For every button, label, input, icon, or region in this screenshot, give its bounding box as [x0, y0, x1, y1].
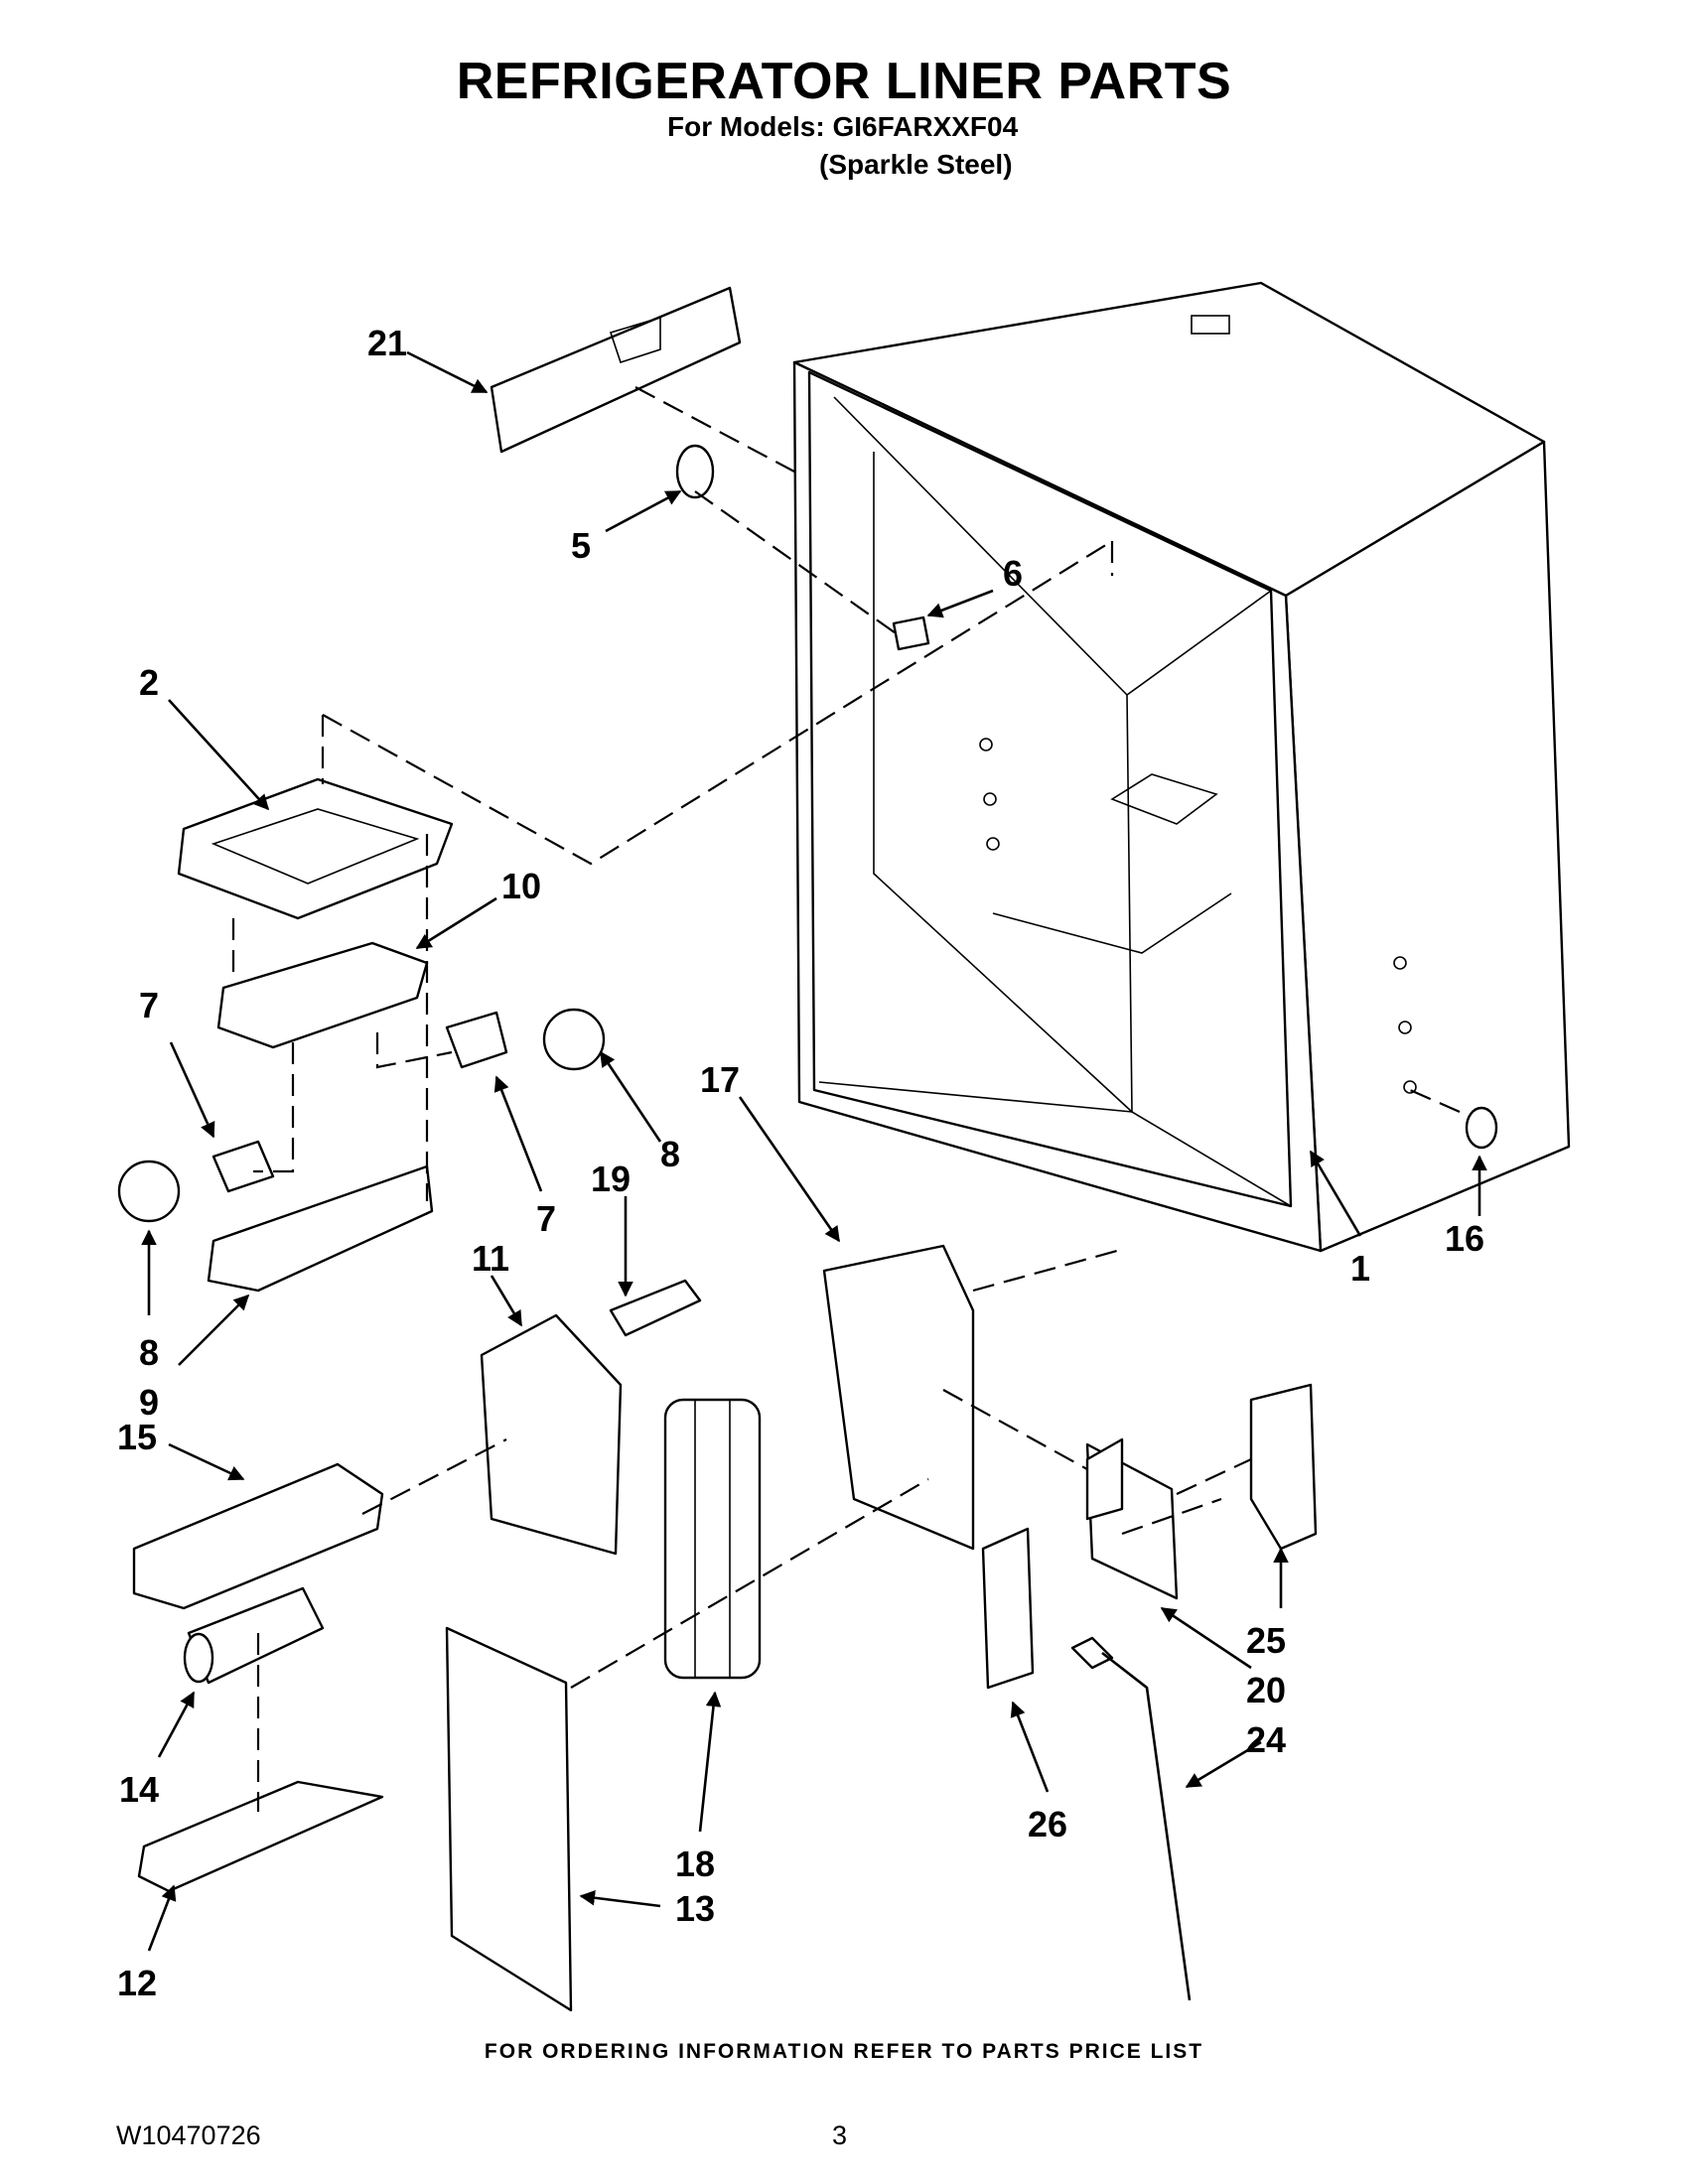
part-16-plug [1465, 1106, 1498, 1150]
callout-16: 16 [1445, 1218, 1484, 1259]
callout-5: 5 [571, 525, 591, 566]
document-id: W10470726 [116, 2120, 261, 2150]
part-10-lens [216, 941, 429, 1049]
callout-8b: 8 [139, 1332, 159, 1373]
part-17-housing [822, 1244, 975, 1551]
callout-12: 12 [117, 1963, 157, 2003]
callout-24: 24 [1246, 1719, 1286, 1760]
callout-14: 14 [119, 1769, 159, 1810]
page-title: REFRIGERATOR LINER PARTS [456, 53, 1232, 110]
page-number: 3 [832, 2120, 848, 2150]
callout-26: 26 [1028, 1804, 1067, 1844]
part-25-bracket [1249, 1383, 1318, 1551]
part-2-housing [177, 777, 454, 920]
part-24-tube [1070, 1636, 1192, 2001]
finish-line: (Sparkle Steel) [819, 149, 1013, 180]
callout-18: 18 [675, 1843, 715, 1884]
callout-25: 25 [1246, 1620, 1286, 1661]
part-7-socket [211, 1011, 508, 1193]
part-9-grille [207, 1164, 434, 1293]
callout-11: 11 [472, 1238, 509, 1279]
ordering-note: FOR ORDERING INFORMATION REFER TO PARTS … [484, 2040, 1204, 2063]
callout-2: 2 [139, 662, 159, 703]
part-6-clip [892, 615, 930, 651]
leader-lines [141, 350, 1487, 1952]
part-12-tray [137, 1780, 384, 1893]
part-5-damper [675, 444, 715, 499]
part-11-duct [480, 1313, 623, 1556]
callout-labels: 21 5 6 2 10 7 7 8 8 17 19 11 9 15 1 16 2… [117, 323, 1484, 2003]
liner-cabinet [792, 281, 1571, 1253]
callout-17: 17 [700, 1059, 740, 1100]
callout-19: 19 [591, 1159, 631, 1199]
part-14-filter [183, 1586, 325, 1685]
models-line: For Models: GI6FARXXF04 [667, 111, 1019, 142]
part-21-cover [490, 286, 742, 454]
callout-1: 1 [1350, 1248, 1370, 1289]
callout-21: 21 [367, 323, 407, 363]
part-18-heater [663, 1398, 762, 1680]
part-15-dispenser [132, 1462, 384, 1610]
part-13-panel [445, 1626, 573, 2012]
callout-6: 6 [1003, 553, 1023, 594]
callout-7a: 7 [139, 985, 159, 1025]
assembly-lines [231, 386, 1461, 1812]
callout-15: 15 [117, 1417, 157, 1457]
callout-10: 10 [501, 866, 541, 906]
callout-13: 13 [675, 1888, 715, 1929]
part-26-bracket [981, 1527, 1035, 1690]
callout-7b: 7 [536, 1198, 556, 1239]
callout-8a: 8 [660, 1134, 680, 1174]
part-19-valve [609, 1279, 702, 1337]
part-8-bulb [117, 1008, 606, 1223]
callout-20: 20 [1246, 1670, 1286, 1710]
part-20-water-valve [1085, 1437, 1179, 1600]
callout-9: 9 [139, 1382, 159, 1423]
